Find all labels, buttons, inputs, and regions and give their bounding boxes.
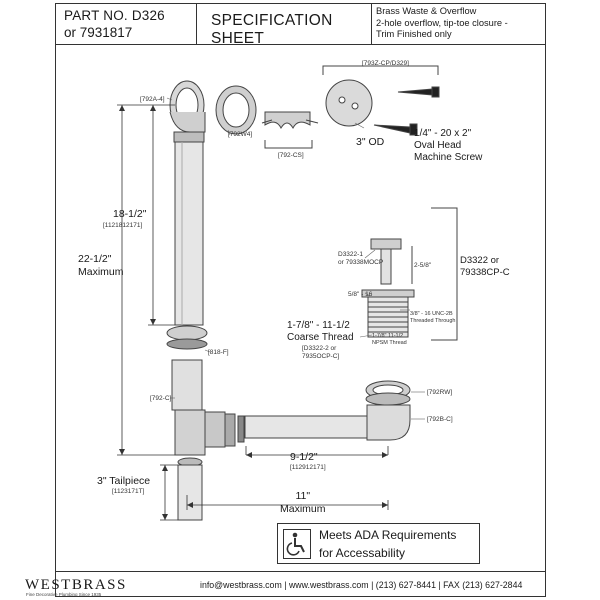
title-cell: SPECIFICATION SHEET <box>196 4 372 47</box>
screws <box>373 86 440 136</box>
overflow-elbow <box>169 80 206 143</box>
dim-9-half-mm: [112912171] <box>290 464 326 471</box>
label-792c: [792-C] <box>150 395 172 402</box>
tee-fitting <box>171 359 245 456</box>
dim-18-half: 18-1/2" <box>113 208 147 220</box>
label-818f: [818-F] <box>208 349 229 356</box>
dim-18-half-mm: [1121812171] <box>103 222 143 229</box>
spec-sheet: PART NO. D326 or 7931817 SPECIFICATION S… <box>55 3 546 597</box>
dim-11-max: 11" Maximum <box>280 490 326 515</box>
label-dim-3816: 3/8" - 16 UNC-2B Threaded Through <box>410 311 456 324</box>
overflow-clip <box>261 111 319 130</box>
part-number-cell: PART NO. D326 or 7931817 <box>56 4 197 44</box>
label-coarse-alt: [D3322-2 or 7935OCP-C] <box>302 345 340 360</box>
label-792w4: [792W4] <box>228 131 253 138</box>
label-dim-258: 2-5/8" <box>414 262 432 269</box>
drain-assembly <box>361 238 415 338</box>
dim-9-half: 9-1/2" <box>290 451 318 463</box>
brand-logo: WESTBRASS <box>25 577 127 593</box>
overflow-tube <box>174 141 204 326</box>
footer-divider <box>55 571 546 572</box>
tailpiece <box>177 457 203 521</box>
ada-line-2: for Accessability <box>319 546 406 560</box>
label-coarse-thread: 1-7/8" - 11-1/2 Coarse Thread <box>287 320 354 343</box>
ada-line-1: Meets ADA Requirements <box>319 528 457 542</box>
label-d3322-1: D3322-1 or 79338MOCP <box>338 251 384 266</box>
overflow-faceplate <box>325 79 373 127</box>
dim-tailpiece: 3" Tailpiece <box>97 475 151 487</box>
part-number-alt: or 7931817 <box>64 25 133 40</box>
coupling-nut <box>166 325 208 350</box>
part-number: PART NO. D326 <box>64 8 165 23</box>
dim-22-half: 22-1/2" Maximum <box>78 253 124 278</box>
description-cell: Brass Waste & Overflow 2-hole overflow, … <box>371 4 545 44</box>
brand-tagline: Fine Decorative Plumbing Since 1935 <box>26 592 102 597</box>
label-792bc: [792B-C] <box>427 416 453 423</box>
dim-tailpiece-mm: [1123171T] <box>112 488 145 495</box>
label-793z: [793Z-CP/D329] <box>362 60 409 67</box>
waste-pipe <box>244 415 368 439</box>
header-bar: PART NO. D326 or 7931817 SPECIFICATION S… <box>56 4 545 47</box>
contact-info: info@westbrass.com | www.westbrass.com |… <box>200 580 523 590</box>
label-792a4: [792A-4] <box>140 96 165 103</box>
overflow-washer <box>215 85 257 135</box>
dimension-lines <box>117 104 389 521</box>
label-d3322: D3322 or 79338CP-C <box>460 255 510 278</box>
label-od: 3" OD <box>356 136 385 148</box>
label-screw: 1/4" - 20 x 2" Oval Head Machine Screw <box>414 128 483 163</box>
label-nps: 1-7/8" 11-1/2 NPSM Thread <box>372 333 407 346</box>
label-dim-58: 5/8" - 16 <box>348 291 373 298</box>
wheelchair-icon <box>283 529 311 559</box>
label-792cs: [792-CS] <box>278 152 304 159</box>
ada-compliance-box: Meets ADA Requirements for Accessability <box>277 523 480 564</box>
label-792rw: [792RW] <box>427 389 453 396</box>
page-title: SPECIFICATION SHEET <box>211 12 333 47</box>
product-description: Brass Waste & Overflow 2-hole overflow, … <box>376 6 508 39</box>
